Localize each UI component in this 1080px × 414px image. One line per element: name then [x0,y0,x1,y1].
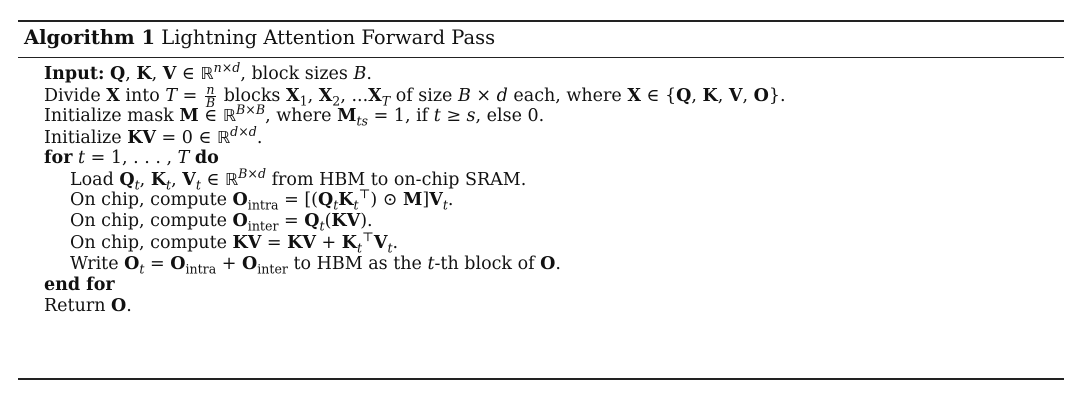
end-for-keyword: end for [44,274,115,295]
algorithm-line-write: Write Ot = Ointra + Ointer to HBM as the… [70,253,561,277]
algorithm-line-end-for: end for [44,275,786,296]
algorithm-caption: Algorithm 1 Lightning Attention Forward … [24,26,495,49]
algorithm-line-o-intra: On chip, compute Ointra = [(QtKt⊤) ⊙ M]V… [70,186,454,213]
algorithm-line-for: for t = 1, . . . , T do [44,147,219,168]
bottom-rule [18,378,1064,380]
algorithm-title: Lightning Attention Forward Pass [161,26,496,49]
algorithm-line-mask: Initialize mask M ∈ ℝB×B, where Mts = 1,… [44,102,545,129]
algorithm-line-o-inter: On chip, compute Ointer = Qt(KV). [70,211,373,234]
algorithm-body: Input: Q, K, V ∈ ℝn×d, block sizes B. Di… [44,60,786,317]
algorithm-line-init-kv: Initialize KV = 0 ∈ ℝd×d. [44,123,263,148]
do-keyword: do [194,147,219,168]
algorithm-line-return: Return O. [44,296,132,317]
for-keyword: for [44,147,73,168]
algorithm-line-input: Input: Q, K, V ∈ ℝn×d, block sizes B. [44,60,372,84]
algorithm-line-kv-update: On chip, compute KV = KV + Kt⊤Vt. [70,228,399,255]
algorithm-line-load: Load Qt, Kt, Vt ∈ ℝB×d from HBM to on-ch… [70,166,527,193]
top-rule [18,20,1064,22]
algorithm-label: Algorithm 1 [24,26,156,49]
input-keyword: Input: [44,64,105,84]
caption-rule [18,57,1064,58]
